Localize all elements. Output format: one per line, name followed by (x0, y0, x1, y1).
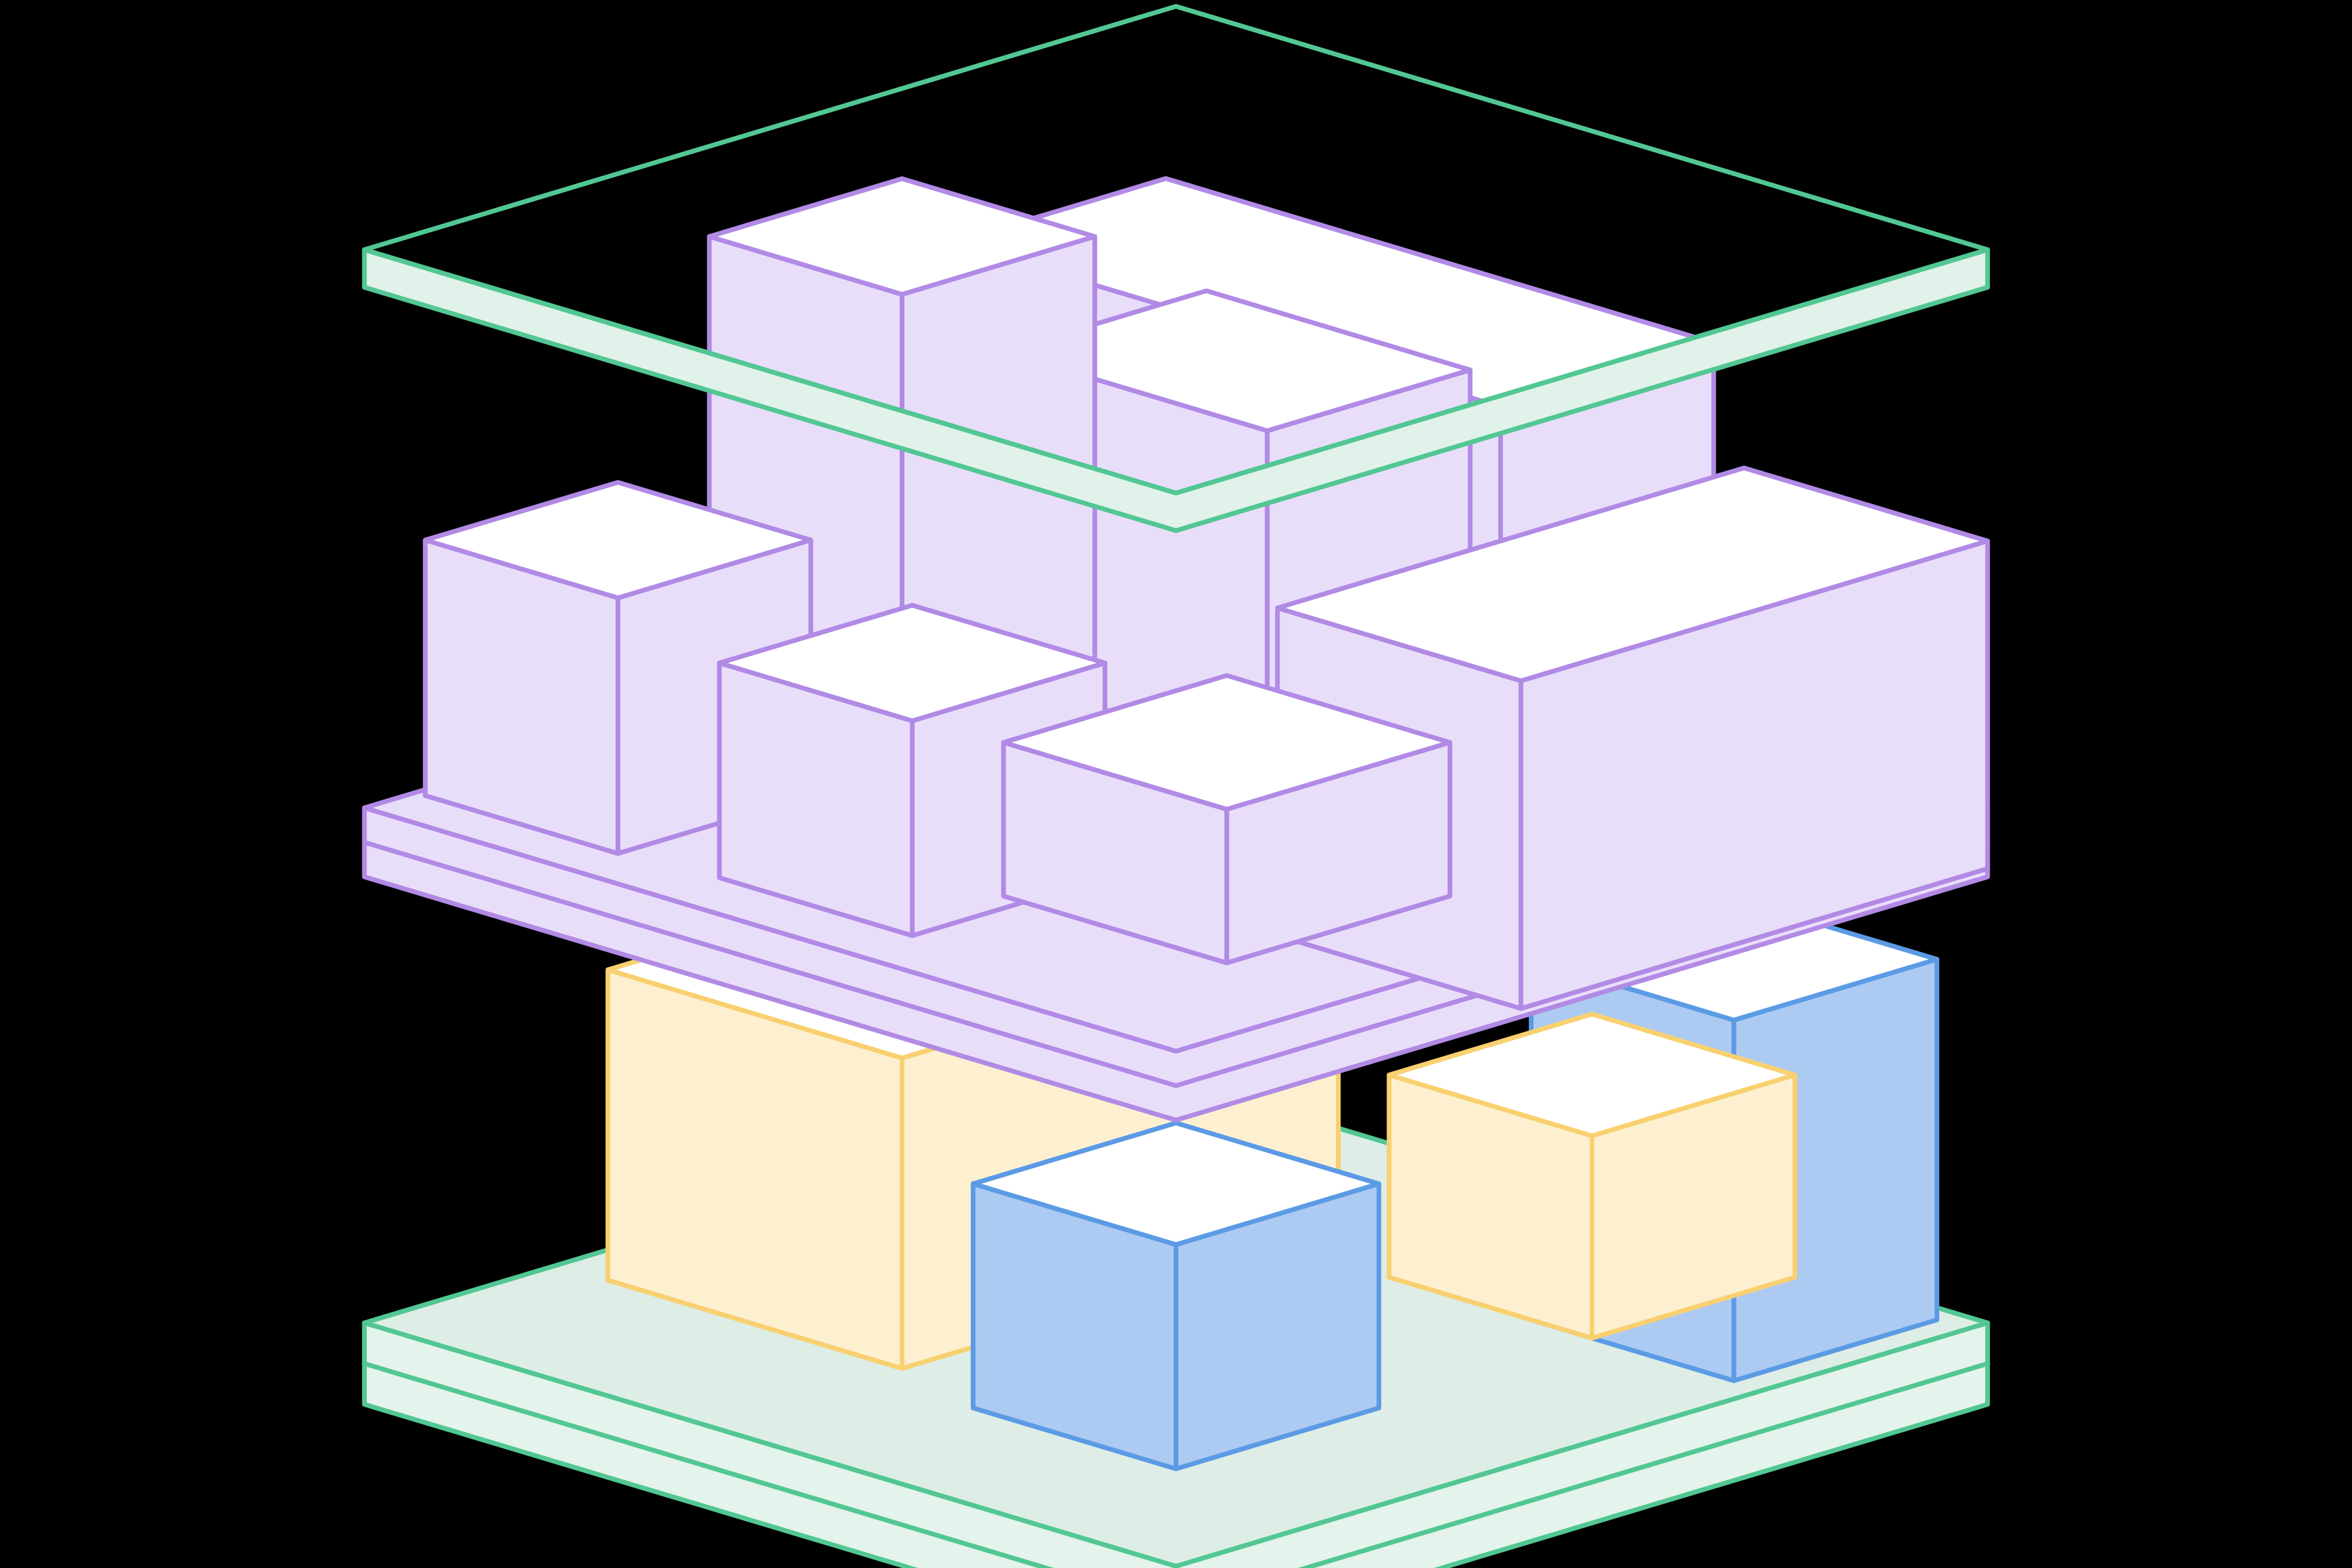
mid-box-front-center (1004, 676, 1450, 963)
mid-box-back-left-tall-top-face (709, 179, 1094, 295)
mid-box-far-left-top-face (425, 482, 811, 598)
base-box-blue-front-top-face (973, 1123, 1379, 1245)
mid-box-long-right-top-face (1278, 468, 1988, 681)
base-box-blue-front (973, 1123, 1379, 1469)
middle-purple-platform (365, 179, 1988, 1121)
base-glass-platform (365, 839, 1988, 1568)
base-box-yellow-small (1389, 1014, 1795, 1338)
mid-box-front-center-top-face (1004, 676, 1450, 809)
top-glass-plane (365, 6, 1988, 531)
base-box-yellow-small-top-face (1389, 1014, 1795, 1136)
top-glass-plane-top-face (365, 6, 1988, 493)
mid-box-center-left-top-face (719, 606, 1105, 721)
base-glass-platform-side-midline (365, 1363, 1988, 1568)
